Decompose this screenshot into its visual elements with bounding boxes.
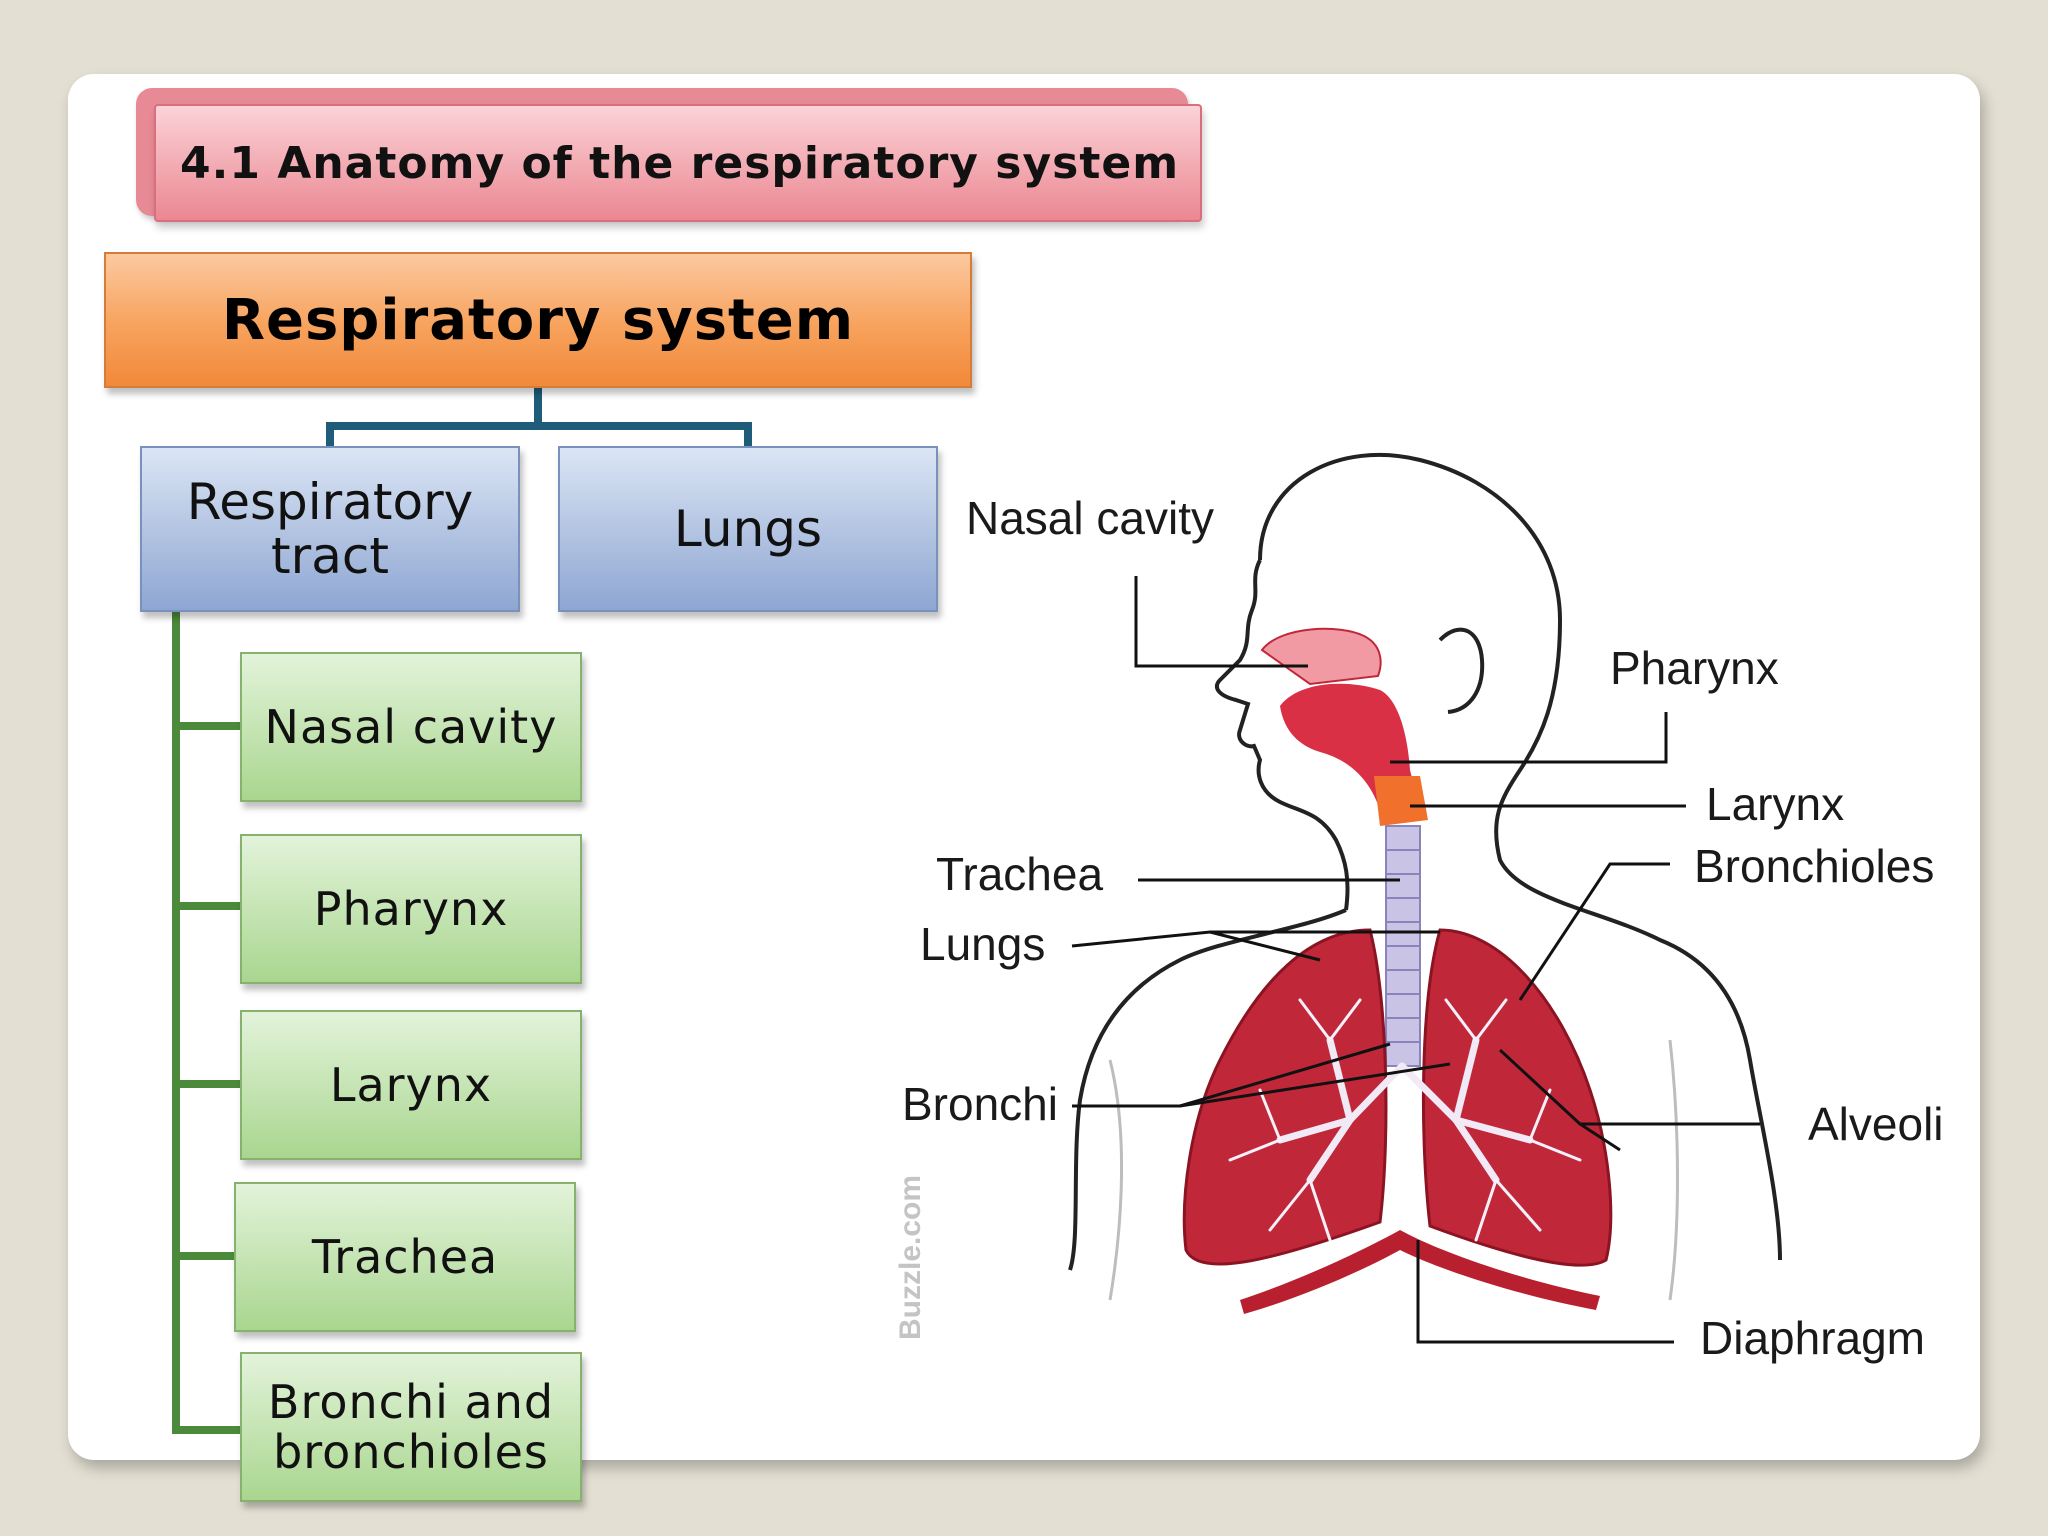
label-larynx: Larynx (1706, 778, 1844, 830)
bronchiole-branches (1228, 998, 1582, 1242)
ribcage-shading (1108, 1039, 1679, 1301)
label-pharynx: Pharynx (1610, 642, 1779, 694)
respiratory-system-illustration: Nasal cavity Pharynx Larynx Trachea Bron… (902, 452, 1944, 1364)
slide-title: 4.1 Anatomy of the respiratory system (154, 104, 1202, 222)
label-nasal-cavity: Nasal cavity (966, 492, 1214, 544)
nasal-cavity-shape (1260, 627, 1382, 686)
root-box-respiratory-system: Respiratory system (104, 252, 972, 388)
branch-box-lungs: Lungs (558, 446, 938, 612)
branch-box-respiratory-tract: Respiratory tract (140, 446, 520, 612)
label-trachea: Trachea (936, 848, 1103, 900)
label-bronchi: Bronchi (902, 1078, 1058, 1130)
root-connector (326, 388, 752, 446)
item-box-pharynx: Pharynx (240, 834, 582, 984)
label-bronchioles: Bronchioles (1694, 840, 1934, 892)
trachea-shape (1385, 825, 1421, 1067)
label-diaphragm: Diaphragm (1700, 1312, 1925, 1364)
body-outline (1068, 452, 1782, 1271)
item-box-nasal-cavity: Nasal cavity (240, 652, 582, 802)
label-lungs: Lungs (920, 918, 1045, 970)
tract-connector (172, 612, 240, 1434)
leader-lines (1071, 576, 1760, 1344)
bronchial-tree (1276, 1036, 1534, 1184)
image-credit-watermark: Buzzle.com (894, 1174, 927, 1340)
item-box-bronchi-and-bronchioles: Bronchi and bronchioles (240, 1352, 582, 1502)
label-alveoli: Alveoli (1808, 1098, 1944, 1150)
right-lung-shape (1421, 928, 1613, 1267)
item-box-trachea: Trachea (234, 1182, 576, 1332)
larynx-shape (1374, 776, 1428, 826)
left-lung-shape (1182, 928, 1388, 1266)
item-box-larynx: Larynx (240, 1010, 582, 1160)
diaphragm-shape (1240, 1230, 1600, 1314)
